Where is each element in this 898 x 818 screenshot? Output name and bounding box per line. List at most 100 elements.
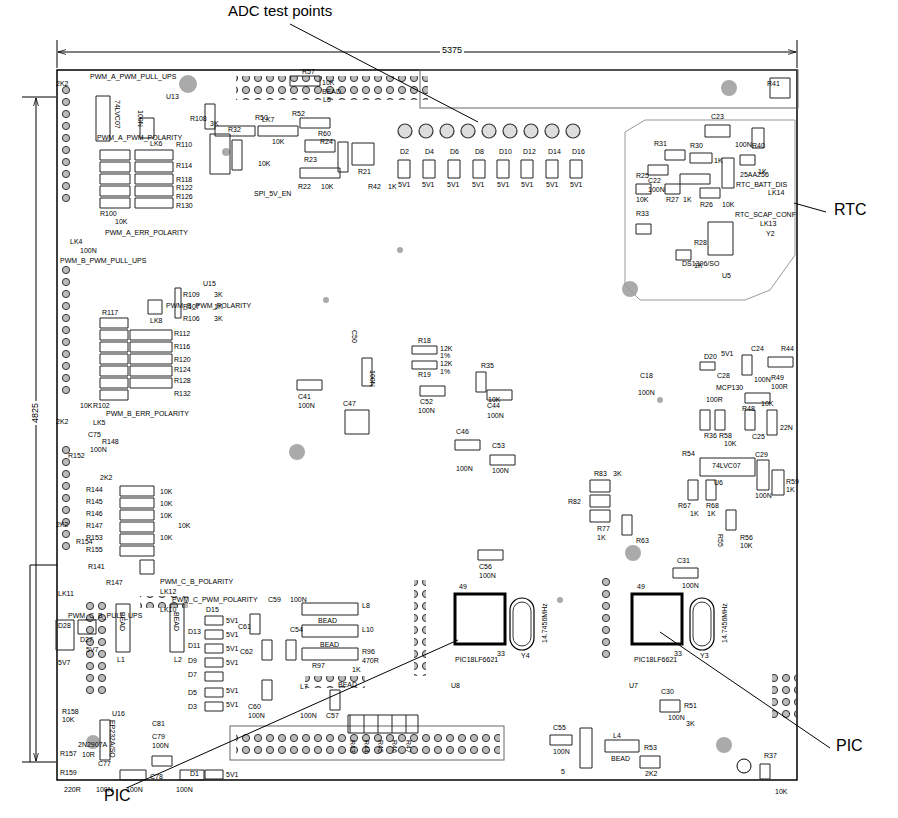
part-label: R21 (358, 168, 371, 175)
part-label: 10K (321, 183, 333, 190)
part-label: 25AA256 (740, 171, 769, 178)
part-label: R124 (174, 366, 191, 373)
part-label: 100N (369, 370, 376, 387)
part-label: 5V1 (422, 181, 434, 188)
part-label: C46 (456, 428, 469, 435)
part-label: R159 (60, 769, 77, 776)
part-label: 100N (735, 141, 752, 148)
part-label: L5 (323, 96, 331, 103)
part-label: R155 (86, 546, 103, 553)
part-label: R47 (405, 740, 412, 753)
part-label: 3K (686, 720, 695, 727)
part-label: BEAD (338, 681, 357, 688)
part-label: 100R (771, 383, 788, 390)
part-label: D10 (499, 148, 512, 155)
part-label: 33 (674, 650, 682, 657)
part-label: R147 (106, 579, 123, 586)
part-label: 3K (214, 315, 223, 322)
part-label: SPI_5V_EN (254, 190, 291, 197)
part-label: 10K (62, 716, 74, 723)
part-label: 100N (487, 412, 504, 419)
part-label: LK8 (150, 317, 162, 324)
part-label: R59 (786, 478, 799, 485)
part-label: 10K (488, 396, 500, 403)
part-label: MCP130 (716, 384, 743, 391)
part-label: R45 (377, 740, 384, 753)
part-label: PWM_C_B_PULL_UPS (68, 612, 142, 619)
part-label: 100N (668, 714, 685, 721)
callout-label: ADC test points (226, 3, 334, 18)
part-label: C54 (290, 626, 303, 633)
part-label: LK6 (150, 140, 162, 147)
part-label: 5V1 (226, 687, 238, 694)
part-label: D28 (58, 622, 71, 629)
part-label: 3K (613, 470, 622, 477)
part-label: 100N (754, 376, 771, 383)
part-label: 100N (755, 492, 772, 499)
part-label: Y2 (766, 230, 775, 237)
part-label: R100 (100, 210, 117, 217)
part-label: 5V1 (226, 659, 238, 666)
part-label: D14 (548, 148, 561, 155)
part-label: 10K (80, 402, 92, 409)
part-label: 3K (214, 291, 223, 298)
part-label: 14.7456MHz (721, 603, 728, 643)
part-label: 100N (176, 786, 193, 793)
part-label: Y3 (700, 652, 709, 659)
part-label: 100N (90, 446, 107, 453)
part-label: 5V1 (472, 181, 484, 188)
part-label: BEAD (320, 641, 339, 648)
part-label: R106 (183, 315, 200, 322)
part-label: C59 (268, 596, 281, 603)
part-label: R51 (684, 702, 697, 709)
part-label: R33 (636, 210, 649, 217)
part-label: 2K2 (56, 418, 68, 425)
part-label: C25 (752, 433, 765, 440)
part-label: C50 (351, 330, 358, 343)
part-label: C81 (152, 720, 165, 727)
part-label: 100N (553, 748, 570, 755)
part-label: R148 (102, 438, 119, 445)
part-label: C24 (751, 345, 764, 352)
part-label: PWM_B_PWM_POLARITY (166, 302, 251, 309)
part-label: C77 (98, 760, 111, 767)
part-label: C41 (298, 393, 311, 400)
part-label: R60 (318, 130, 331, 137)
part-label: R53 (644, 744, 657, 751)
part-label: R154 (76, 538, 93, 545)
part-label: R77 (597, 525, 610, 532)
part-label: C30 (661, 688, 674, 695)
part-label: R145 (86, 498, 103, 505)
part-label: 5V1 (226, 771, 238, 778)
part-label: EP232A/SO (109, 720, 116, 758)
part-label: R97 (312, 662, 325, 669)
part-label: U7 (629, 682, 638, 689)
part-label: 100N (248, 712, 265, 719)
part-label: R18 (418, 337, 431, 344)
part-label: R44 (363, 740, 370, 753)
part-label: R122 (176, 184, 193, 191)
part-label: R141 (88, 563, 105, 570)
part-label: 10K (761, 400, 773, 407)
part-label: R102 (93, 402, 110, 409)
part-label: 33 (497, 650, 505, 657)
part-label: 1K (352, 666, 361, 673)
part-label: R157 (60, 750, 77, 757)
part-label: 49 (637, 583, 645, 590)
rtc-region (625, 120, 795, 300)
part-label: Y4 (521, 652, 530, 659)
part-label: R41 (767, 80, 780, 87)
part-label: L10 (362, 626, 374, 633)
part-label: R49 (771, 374, 784, 381)
part-label: PWM_C_PWM_POLARITY (172, 596, 258, 603)
part-label: C52 (420, 398, 433, 405)
part-label: 5V1 (721, 350, 733, 357)
part-label: R31 (654, 140, 667, 147)
part-label: 100N (96, 786, 113, 793)
part-label: R25 (636, 172, 649, 179)
part-label: R57 (302, 68, 315, 75)
part-label: U8 (451, 682, 460, 689)
part-label: R82 (568, 498, 581, 505)
part-label: 100N (479, 572, 496, 579)
part-label: RTC_BATT_DIS (736, 181, 787, 188)
